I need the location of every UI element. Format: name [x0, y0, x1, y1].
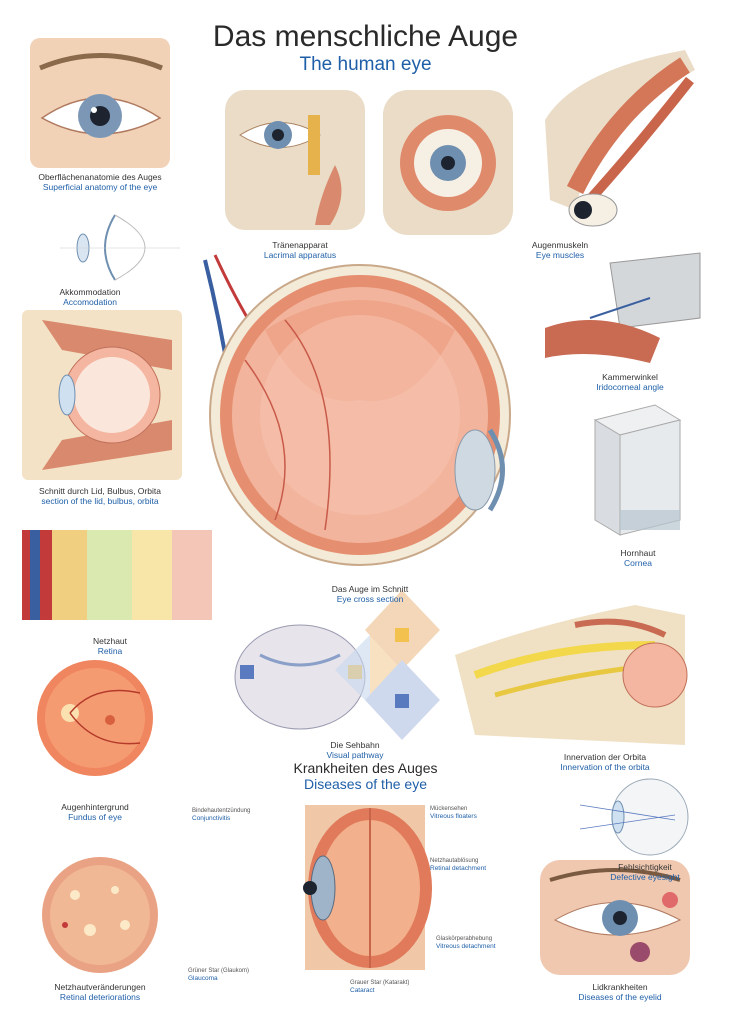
section-lid-illustration [22, 310, 182, 480]
diseases-subtitle: Diseases of the eye [304, 776, 427, 792]
iridocorneal-illustration [545, 252, 701, 363]
label-glaucoma: Grüner Star (Glaukom)Glaucoma [188, 968, 250, 982]
eye-cross-section-illustration [203, 254, 511, 566]
retinal-deterioration-illustration [42, 857, 158, 973]
retina-illustration [22, 530, 212, 620]
visual-pathway-illustration [234, 624, 405, 730]
diseases-eye-illustration [303, 805, 432, 970]
page-title: Das menschliche Auge [212, 20, 519, 53]
cornea-illustration [593, 404, 682, 536]
fundus-illustration [37, 660, 153, 776]
muscles-front-illustration [383, 90, 513, 235]
lacrimal-illustration [225, 90, 365, 230]
defective-eyesight-illustration [580, 778, 689, 856]
innervation-illustration [455, 605, 688, 745]
diseases-title: Krankheiten des Auges [293, 760, 438, 776]
muscles-side-illustration [545, 50, 695, 227]
label-cataract: Grauer Star (Katarakt)Cataract [350, 980, 410, 994]
page-subtitle: The human eye [299, 54, 432, 75]
superficial-eye-illustration [30, 38, 170, 168]
visual-field-illustration [365, 590, 440, 740]
eyelid-illustration [540, 860, 690, 975]
accommodation-illustration [60, 214, 180, 281]
